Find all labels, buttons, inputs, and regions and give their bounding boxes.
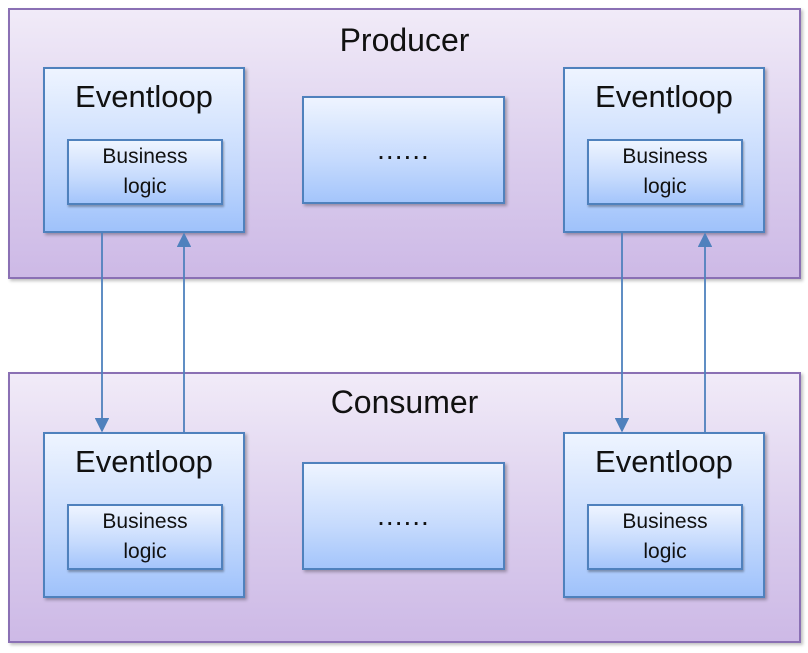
business-logic-box: Business logic xyxy=(587,139,743,205)
eventloop-title: Eventloop xyxy=(595,444,733,479)
producer-title: Producer xyxy=(339,22,470,58)
consumer-ellipsis-box: ...... xyxy=(302,462,505,570)
producer-ellipsis-box: ...... xyxy=(302,96,505,204)
producer-eventloop-right: Eventloop Business logic xyxy=(563,67,765,233)
consumer-title: Consumer xyxy=(330,384,479,420)
consumer-eventloop-right: Eventloop Business logic xyxy=(563,432,765,598)
business-logic-box: Business logic xyxy=(587,504,743,570)
consumer-eventloop-left: Eventloop Business logic xyxy=(43,432,245,598)
business-logic-box: Business logic xyxy=(67,139,223,205)
eventloop-title: Eventloop xyxy=(75,79,213,114)
producer-eventloop-left: Eventloop Business logic xyxy=(43,67,245,233)
business-logic-box: Business logic xyxy=(67,504,223,570)
eventloop-title: Eventloop xyxy=(595,79,733,114)
eventloop-title: Eventloop xyxy=(75,444,213,479)
